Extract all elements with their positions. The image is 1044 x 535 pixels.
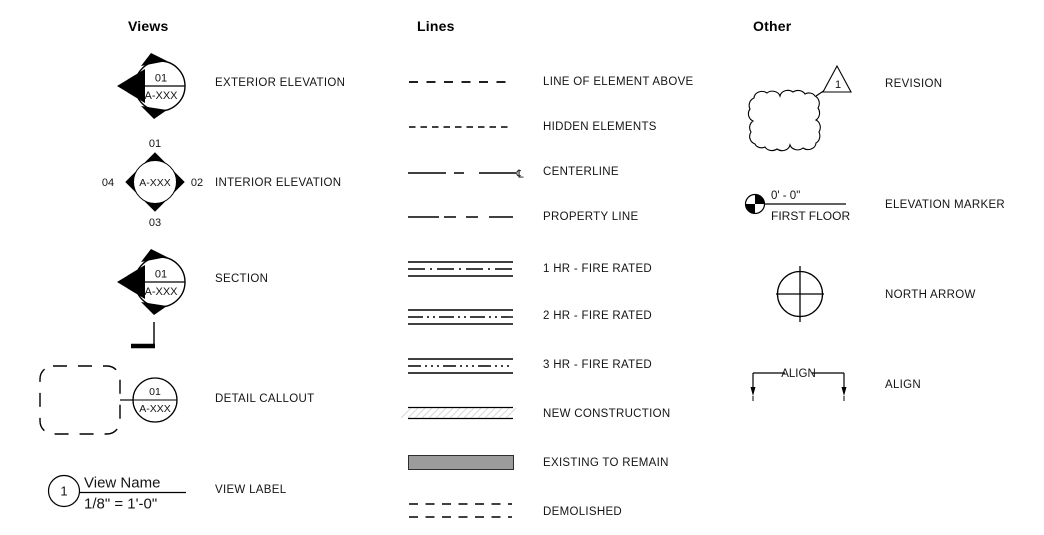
elevation-value: 0' - 0": [771, 190, 800, 202]
detail-callout-label: DETAIL CALLOUT: [215, 393, 315, 405]
exterior-elevation-symbol-icon: 01 A-XXX: [117, 53, 186, 119]
fire-rated-1hr-label: 1 HR - FIRE RATED: [543, 263, 653, 275]
hidden-elements-label: HIDDEN ELEMENTS: [543, 121, 657, 133]
revision-symbol-icon: 1: [747, 64, 852, 152]
fire-rated-3hr-label: 3 HR - FIRE RATED: [543, 359, 653, 371]
elevation-03: 03: [149, 217, 161, 229]
fire-rated-2hr-label: 2 HR - FIRE RATED: [543, 310, 653, 322]
align-label: ALIGN: [885, 379, 922, 391]
north-arrow-label: NORTH ARROW: [885, 289, 976, 301]
new-construction-swatch-icon: [400, 406, 517, 420]
fire-rated-1hr-swatch-icon: [408, 261, 513, 277]
centerline-glyph: ℄: [516, 169, 524, 181]
sheet-number: A-XXX: [144, 286, 178, 298]
revision-number: 1: [835, 79, 841, 91]
align-text: ALIGN: [781, 368, 816, 380]
view-scale-text: 1/8" = 1'-0": [84, 496, 157, 513]
level-name: FIRST FLOOR: [771, 209, 850, 223]
sheet-number: A-XXX: [144, 90, 178, 102]
view-label-label: VIEW LABEL: [215, 484, 287, 496]
detail-callout-symbol-icon: 01 A-XXX: [39, 365, 178, 435]
section-symbol-icon: 01 A-XXX: [117, 249, 186, 349]
demolished-label: DEMOLISHED: [543, 506, 623, 518]
centerline-swatch-icon: ℄: [408, 169, 524, 181]
lines-column-header: Lines: [417, 18, 455, 34]
fire-rated-3hr-swatch-icon: [408, 358, 513, 374]
revision-label: REVISION: [885, 78, 943, 90]
hidden-elements-swatch-icon: [409, 126, 512, 128]
elevation-04: 04: [102, 177, 114, 189]
view-number: 1: [60, 484, 67, 499]
property-line-swatch-icon: [408, 216, 513, 218]
elevation-02: 02: [191, 177, 203, 189]
line-of-element-above-label: LINE OF ELEMENT ABOVE: [543, 76, 694, 88]
fire-rated-2hr-swatch-icon: [408, 309, 513, 325]
centerline-label: CENTERLINE: [543, 166, 619, 178]
view-name-text: View Name: [84, 475, 160, 492]
new-construction-label: NEW CONSTRUCTION: [543, 408, 671, 420]
detail-number: 01: [155, 269, 167, 281]
elevation-marker-label: ELEVATION MARKER: [885, 199, 1006, 211]
view-label-symbol-icon: 1 View Name 1/8" = 1'-0": [47, 475, 186, 513]
views-column-header: Views: [128, 18, 169, 34]
property-line-label: PROPERTY LINE: [543, 211, 639, 223]
detail-number: 01: [155, 73, 167, 85]
elevation-01: 01: [149, 138, 161, 150]
sheet-number: A-XXX: [139, 177, 171, 189]
north-arrow-symbol-icon: [776, 266, 824, 322]
interior-elevation-symbol-icon: A-XXX 01 02 03 04: [102, 138, 203, 229]
existing-to-remain-swatch-icon: [408, 455, 514, 470]
exterior-elevation-label: EXTERIOR ELEVATION: [215, 77, 346, 89]
line-of-element-above-swatch-icon: [409, 81, 512, 83]
detail-number: 01: [149, 386, 161, 398]
interior-elevation-label: INTERIOR ELEVATION: [215, 177, 342, 189]
demolished-swatch-icon: [409, 503, 512, 518]
sheet-number: A-XXX: [139, 403, 171, 415]
align-symbol-icon: ALIGN: [750, 368, 847, 401]
elevation-marker-symbol-icon: 0' - 0" FIRST FLOOR: [744, 190, 850, 223]
section-label: SECTION: [215, 273, 269, 285]
existing-to-remain-label: EXISTING TO REMAIN: [543, 457, 669, 469]
other-column-header: Other: [753, 18, 792, 34]
